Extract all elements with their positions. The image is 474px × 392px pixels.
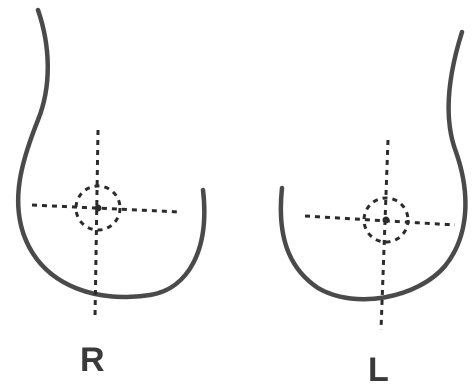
- right-breast-group: [18, 10, 204, 318]
- right-side-label: R: [80, 343, 105, 377]
- left-breast-group: [281, 32, 466, 330]
- right-vertical-marker: [95, 130, 98, 318]
- left-horizontal-marker: [305, 216, 455, 225]
- right-breast-outline: [18, 10, 204, 297]
- right-horizontal-marker: [32, 205, 180, 212]
- left-vertical-marker: [381, 140, 388, 330]
- right-center-dot: [95, 205, 102, 212]
- left-center-dot: [383, 217, 390, 224]
- left-side-label: L: [368, 353, 389, 387]
- left-breast-outline: [281, 32, 466, 299]
